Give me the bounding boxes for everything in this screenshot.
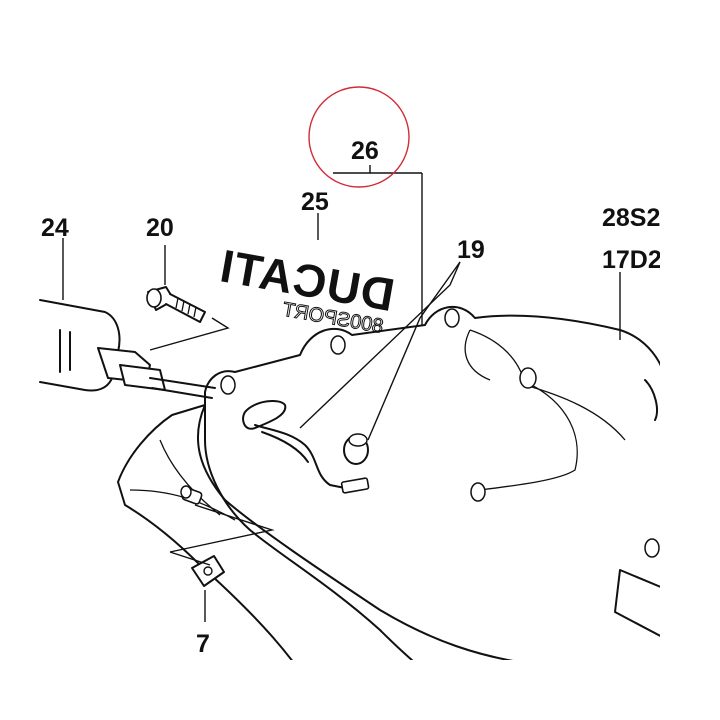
bolt-part-20 bbox=[146, 286, 206, 323]
highlight-circle bbox=[308, 86, 410, 188]
stud-pin bbox=[180, 485, 203, 505]
callout-7: 7 bbox=[196, 630, 210, 658]
clip-part-7 bbox=[191, 555, 225, 587]
lower-tray bbox=[117, 404, 514, 660]
callout-26: 26 bbox=[351, 137, 379, 165]
undertray-panel bbox=[204, 305, 660, 660]
callout-25: 25 bbox=[301, 188, 329, 216]
callout-28s2: 28S2 bbox=[602, 204, 660, 232]
ducati-decal: DUCATI 800SPORT bbox=[216, 239, 399, 338]
callout-19: 19 bbox=[457, 236, 485, 264]
left-housing-part-24 bbox=[39, 299, 216, 399]
callout-24: 24 bbox=[41, 214, 69, 242]
connector bbox=[340, 477, 370, 494]
wire-harness bbox=[254, 424, 346, 489]
nut-part-19 bbox=[343, 433, 369, 465]
leader-lines bbox=[62, 165, 621, 622]
wiring-slot bbox=[242, 399, 287, 430]
callout-17d2: 17D2 bbox=[602, 246, 662, 274]
mounting-holes bbox=[220, 308, 660, 558]
callout-20: 20 bbox=[146, 214, 174, 242]
